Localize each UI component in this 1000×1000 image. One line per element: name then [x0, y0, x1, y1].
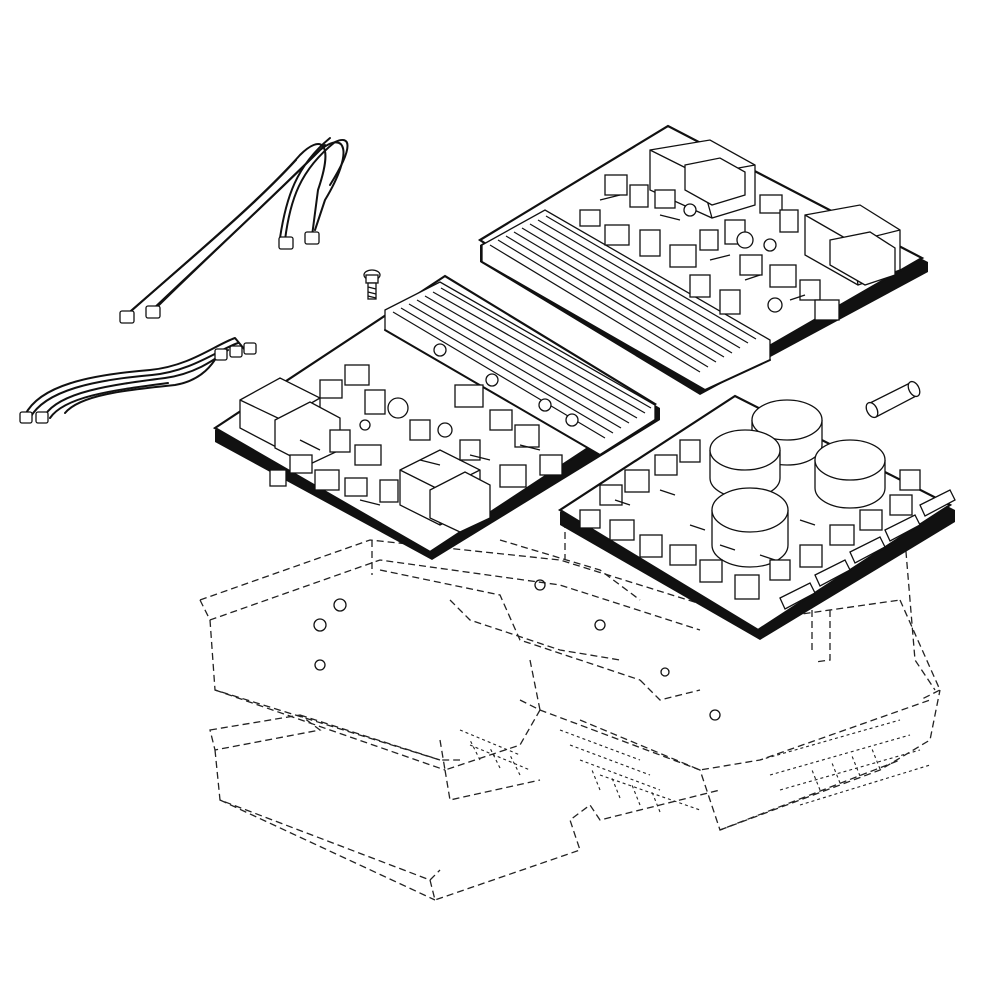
left-control-board [212, 274, 660, 560]
connector-icon [278, 236, 294, 250]
upper-harness [119, 137, 349, 324]
screw [363, 269, 381, 300]
connector-icon [214, 348, 228, 361]
connector-icon [145, 305, 161, 319]
right-filter-board [557, 394, 956, 640]
capacitor-icon [709, 429, 781, 499]
connector-icon [229, 345, 243, 358]
connector-icon [35, 411, 49, 424]
heatsink [481, 209, 771, 391]
housing [199, 510, 941, 901]
capacitor-icon [814, 439, 886, 509]
fuse [865, 380, 921, 419]
connector-icon [19, 411, 33, 424]
connector-icon [243, 342, 257, 355]
capacitor-icon [711, 487, 789, 568]
heatsink [384, 281, 656, 456]
connector-icon [119, 310, 135, 324]
connector-icon [304, 231, 320, 245]
lower-harness [19, 337, 257, 424]
rear-control-board [477, 124, 928, 395]
